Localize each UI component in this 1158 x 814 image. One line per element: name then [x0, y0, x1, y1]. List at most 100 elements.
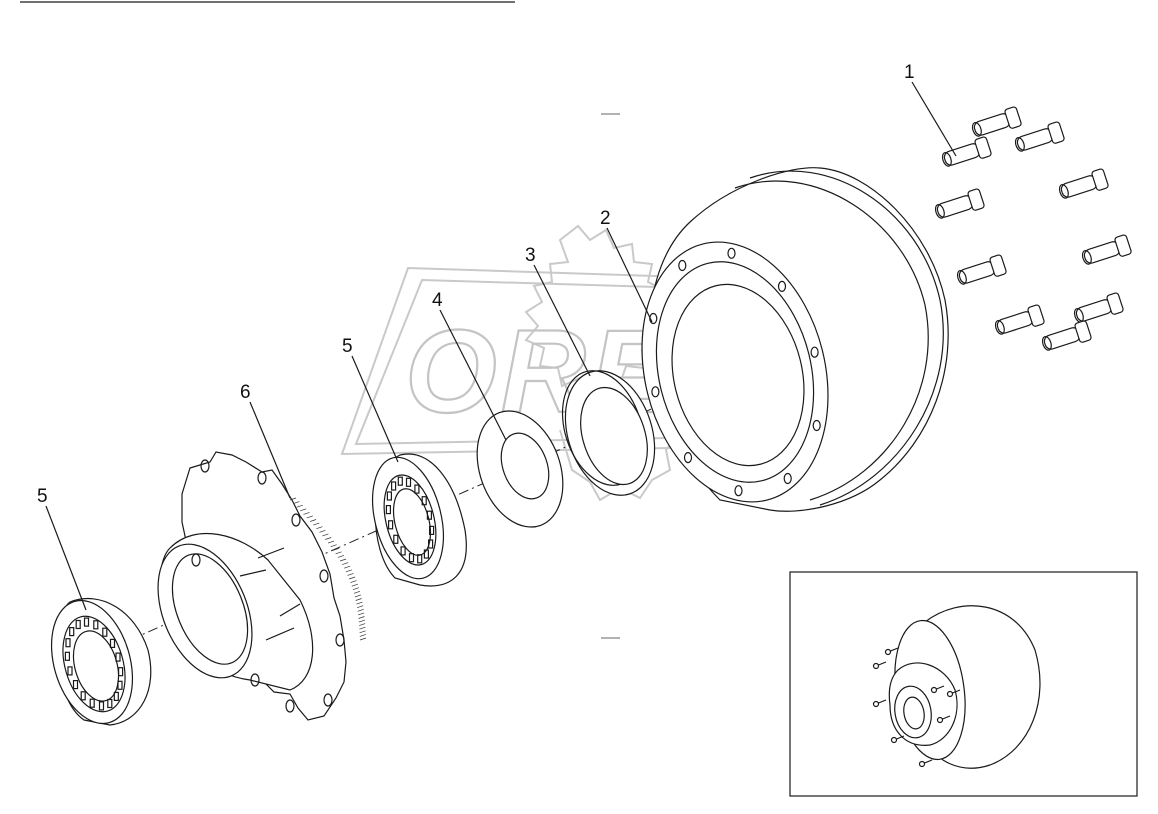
wheel-hub — [157, 451, 367, 721]
bearing-roller — [102, 627, 108, 637]
thrust-washer-hole — [500, 432, 550, 500]
bolt-tip — [1041, 336, 1052, 351]
bearing-roller — [388, 520, 394, 530]
wheel-bolt — [956, 254, 1007, 285]
bolt-tip — [956, 270, 967, 285]
inset-stud-nut — [936, 716, 944, 724]
inset-stud-nut — [946, 690, 954, 698]
wheel-bolt — [971, 106, 1022, 137]
bearing-roller — [89, 698, 95, 708]
tone-ring-tooth — [345, 569, 353, 573]
bearing-roller — [426, 510, 432, 520]
bearing-upper — [372, 453, 467, 587]
wheel-bolt — [1073, 292, 1124, 323]
brake-drum-face-inner — [655, 261, 815, 483]
oil-seal — [561, 370, 656, 496]
bearing-roller — [423, 549, 429, 559]
bearing-roller — [408, 553, 415, 563]
bolt-tip — [1014, 137, 1025, 152]
brake-drum-bore — [671, 283, 805, 467]
hub-stud-hole — [335, 633, 345, 647]
watermark-gear — [524, 224, 668, 394]
tone-ring-tooth — [353, 590, 361, 594]
hub-stud-hole — [323, 693, 333, 707]
tone-ring-tooth — [300, 508, 307, 512]
bolt-tip — [934, 204, 945, 219]
tone-ring-tooth — [358, 619, 366, 623]
inset-stud-nut — [890, 736, 898, 744]
bearing-roller — [405, 477, 412, 487]
leader-5a — [351, 355, 399, 463]
drum-bolt-hole — [812, 419, 821, 432]
bearing-roller — [414, 484, 420, 494]
callout-6: 6 — [240, 382, 251, 403]
tone-ring-tooth — [333, 547, 340, 551]
callout-5-upper: 5 — [342, 336, 353, 357]
hub-stud-hole — [200, 459, 210, 473]
bearing-roller — [83, 617, 90, 627]
bearing-upper-rollers — [385, 476, 435, 564]
bearing-roller — [386, 491, 392, 501]
thrust-washer-outer — [476, 410, 564, 528]
bearing-lower — [50, 597, 152, 726]
bearing-roller — [107, 698, 113, 709]
bearing-roller — [417, 554, 423, 564]
inset-assembled-view — [789, 571, 1138, 797]
bearing-roller — [117, 667, 124, 677]
bearing-roller — [72, 679, 79, 690]
leader-1 — [911, 81, 957, 157]
bearing-roller — [75, 619, 81, 630]
leader-6 — [249, 401, 291, 499]
tone-ring-tooth — [289, 497, 297, 501]
wheel-bolt — [941, 136, 992, 167]
tone-ring-tooth — [350, 580, 357, 583]
drum-bolt-hole — [783, 472, 792, 485]
tone-ring-tooth — [339, 558, 347, 562]
tone-ring-tooth — [357, 612, 365, 616]
tone-ring-tooth — [358, 616, 365, 619]
bearing-lower-cage — [62, 615, 126, 713]
bearing-roller — [117, 680, 123, 690]
tone-ring-tooth — [313, 522, 320, 526]
bearing-roller — [113, 691, 119, 702]
thrust-washer — [476, 410, 564, 528]
tone-ring-tooth — [359, 634, 366, 637]
leader-3 — [533, 264, 591, 377]
tone-ring-tooth — [356, 605, 364, 609]
inset-stud-nut — [918, 760, 926, 768]
bearing-roller — [391, 481, 397, 491]
bearing-roller — [80, 691, 86, 701]
bearing-roller — [393, 534, 399, 544]
callout-2: 2 — [600, 208, 611, 229]
tone-ring-tooth — [335, 551, 342, 555]
bearing-roller — [67, 666, 73, 676]
callouts: 1 2 3 4 5 6 5 — [37, 62, 915, 507]
leader-5b — [45, 505, 87, 611]
abs-tone-ring — [289, 497, 367, 641]
tone-ring-tooth — [348, 576, 356, 580]
tone-ring-tooth — [316, 526, 323, 530]
hub-stud-hole — [250, 673, 260, 687]
bearing-roller — [109, 638, 116, 649]
tone-ring-tooth — [322, 533, 329, 537]
drum-bolt-hole — [683, 452, 693, 464]
inset-stud-nut — [872, 700, 880, 708]
inset-stud-nut — [884, 648, 892, 656]
tone-ring-tooth — [306, 515, 313, 519]
bearing-upper-face — [372, 456, 444, 580]
inset-stud-nut — [930, 686, 938, 694]
inset-studs — [872, 647, 961, 768]
bolt-head — [1004, 106, 1022, 129]
bearing-roller — [400, 546, 406, 556]
bolt-head — [1047, 121, 1065, 144]
bolt-tip — [971, 122, 982, 137]
wheel-bolt — [934, 188, 985, 219]
bearing-lower-rollers — [64, 617, 124, 711]
bolt-head — [1074, 320, 1092, 343]
bearing-roller — [64, 651, 71, 661]
bolt-head — [1114, 234, 1132, 257]
tone-ring-tooth — [356, 601, 363, 605]
leader-2 — [606, 227, 653, 323]
bearing-lower-face — [50, 599, 134, 725]
bearing-roller — [428, 539, 434, 549]
